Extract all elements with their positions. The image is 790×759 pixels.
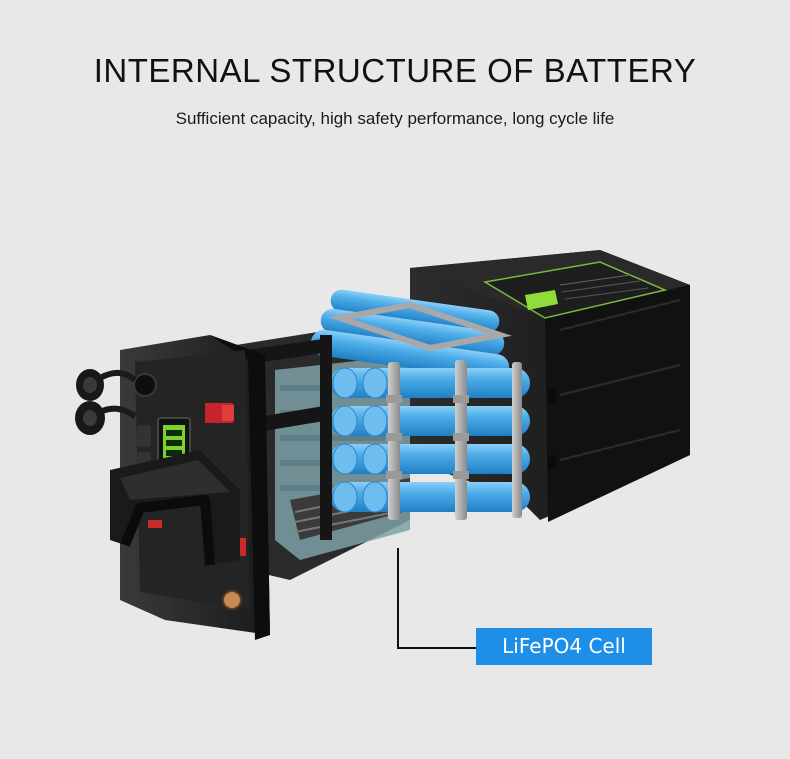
connector-cap-icon [75,369,137,435]
busbar-strips [328,301,522,520]
handle-icon [110,450,240,566]
label-badge [525,290,558,310]
cell-callout-label: LiFePO4 Cell [476,628,652,665]
callout-leader-line [397,548,476,649]
page-subtitle: Sufficient capacity, high safety perform… [175,109,615,128]
dc-port [222,590,242,610]
cell-pack [310,289,530,520]
page-title: INTERNAL STRUCTURE OF BATTERY [93,52,697,89]
